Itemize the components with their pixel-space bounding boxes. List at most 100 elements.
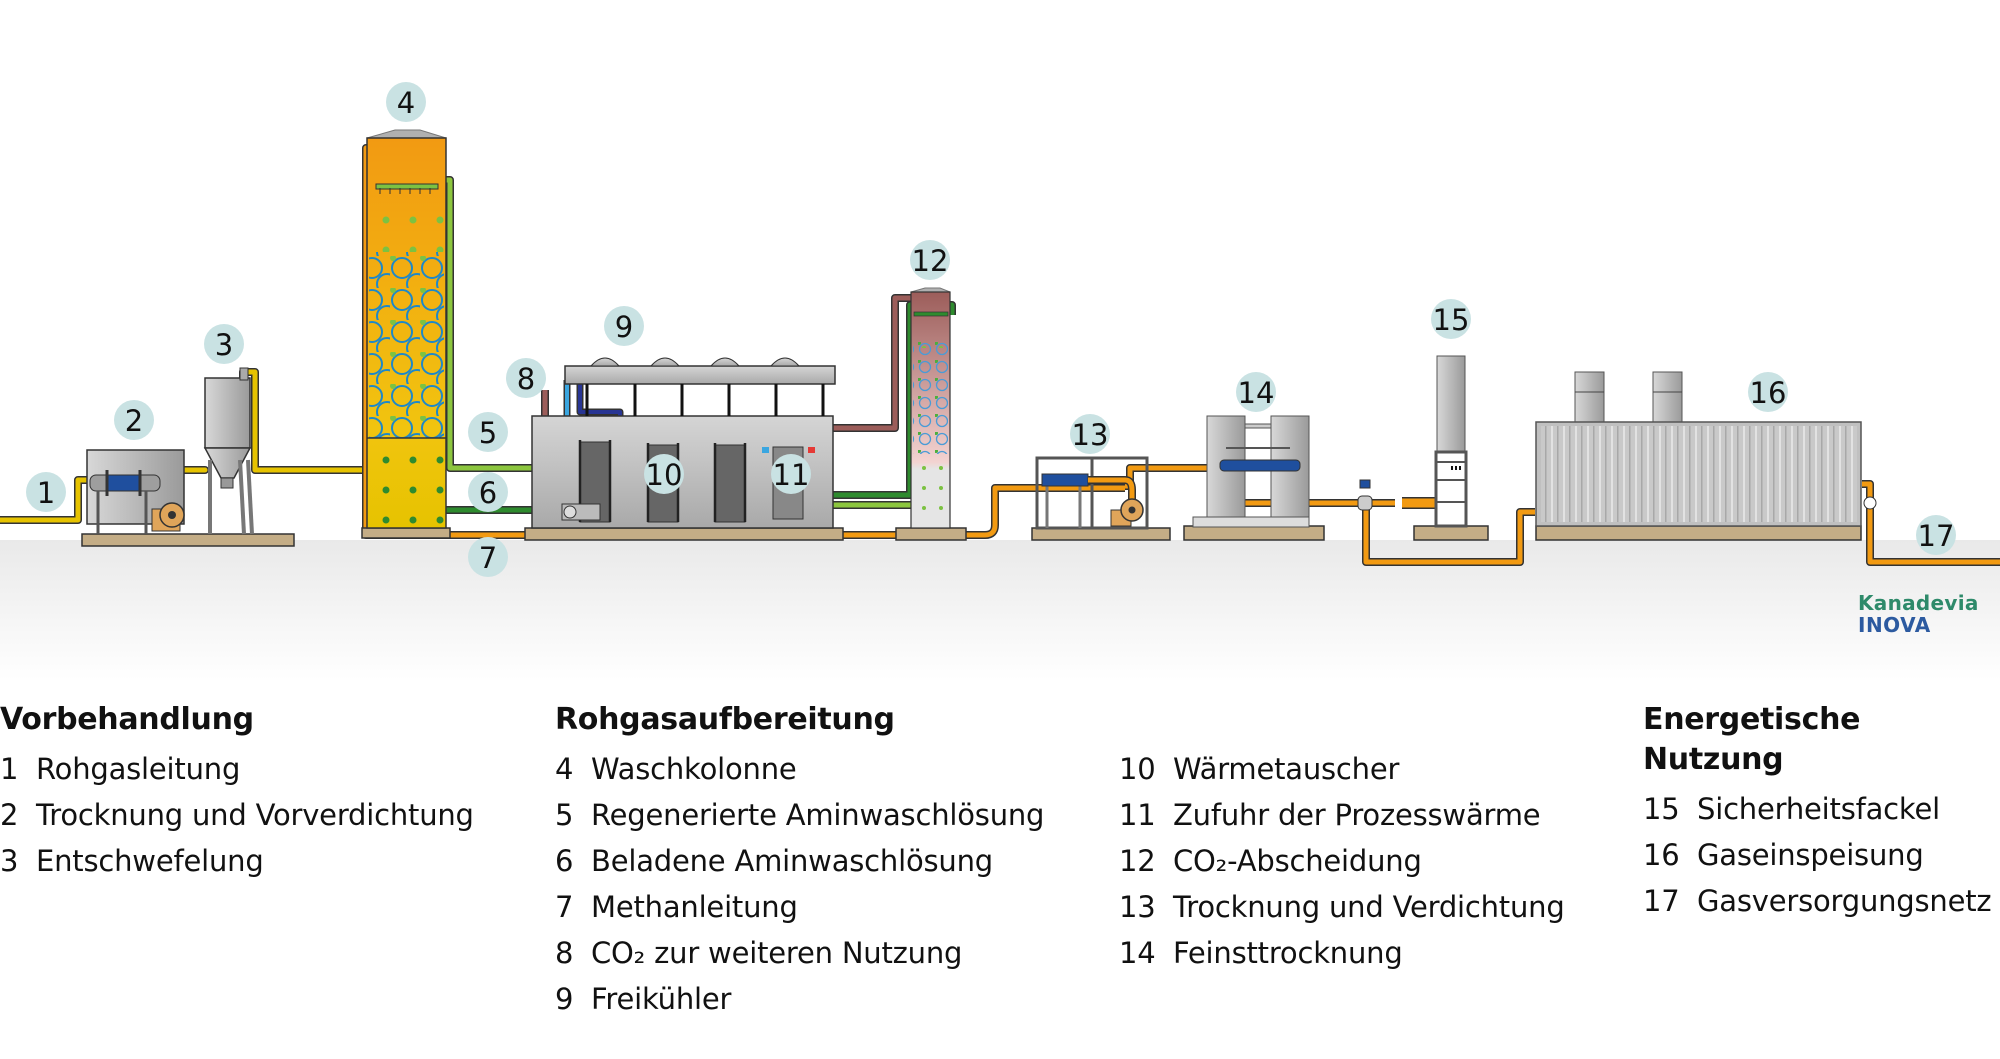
badge-circle — [644, 454, 684, 494]
badge-number: 6 — [479, 476, 497, 510]
equipment-scrubber-column — [361, 129, 451, 539]
legend-item: 5 Regenerierte Aminwaschlösung — [555, 792, 1044, 838]
badge-11: 11 — [771, 454, 811, 494]
badge-circle — [26, 472, 66, 512]
legend-item: 9 Freikühler — [555, 976, 1044, 1022]
badge-circle — [910, 240, 950, 280]
equipment-co2-stripper — [895, 287, 967, 541]
badge-number: 15 — [1433, 303, 1470, 337]
legend-item-number: 16 — [1643, 838, 1680, 872]
legend-item-number: 11 — [1119, 798, 1156, 832]
legend-item-label: Regenerierte Aminwaschlösung — [591, 798, 1045, 832]
badge-1: 1 — [26, 472, 66, 512]
legend-energetische-nutzung: Energetische Nutzung 15 Sicherheitsfackel… — [1643, 700, 2000, 924]
equipment-amine-plant — [524, 357, 844, 541]
badge-14: 14 — [1236, 372, 1276, 412]
legend-rohgasaufbereitung: Rohgasaufbereitung 4 Waschkolonne 5 Regener… — [555, 700, 1044, 1022]
badge-4: 4 — [386, 82, 426, 122]
badge-10: 10 — [644, 454, 684, 494]
badge-number: 10 — [646, 458, 683, 492]
badge-15: 15 — [1431, 299, 1471, 339]
legend-item: 14 Feinsttrocknung — [1119, 930, 1565, 976]
equipment-safety-flare — [1413, 355, 1489, 541]
legend-item-label: Rohgasleitung — [36, 752, 241, 786]
badge-2: 2 — [114, 400, 154, 440]
badge-number: 2 — [125, 404, 143, 438]
legend-item: 11 Zufuhr der Prozesswärme — [1119, 792, 1565, 838]
legend-item-number: 15 — [1643, 792, 1680, 826]
legend-item-number: 2 — [0, 798, 19, 832]
legend-item-number: 14 — [1119, 936, 1156, 970]
legend-item-label: Waschkolonne — [591, 752, 797, 786]
legend-item: 7 Methanleitung — [555, 884, 1044, 930]
badge-number: 11 — [773, 458, 810, 492]
logo-line-2: INOVA — [1858, 613, 1931, 637]
badge-circle — [506, 358, 546, 398]
legend-item-label: Zufuhr der Prozesswärme — [1173, 798, 1541, 832]
badge-13: 13 — [1070, 414, 1110, 454]
legend-item-number: 8 — [555, 936, 574, 970]
badge-circle — [1070, 414, 1110, 454]
badge-circle — [1236, 372, 1276, 412]
legend-heading: Rohgasaufbereitung — [555, 702, 895, 737]
legend-item-label: Entschwefelung — [36, 844, 264, 878]
badge-16: 16 — [1748, 372, 1788, 412]
legend-item-label: CO₂-Abscheidung — [1173, 844, 1422, 878]
badge-7: 7 — [468, 537, 508, 577]
badge-number: 14 — [1238, 376, 1275, 410]
badge-number: 16 — [1750, 376, 1787, 410]
legend-item-label: Beladene Aminwaschlösung — [591, 844, 993, 878]
legend-item-label: Trocknung und Verdichtung — [1173, 890, 1565, 924]
legend-item-label: Wärmetauscher — [1173, 752, 1400, 786]
legend-item-label: Methanleitung — [591, 890, 798, 924]
legend-item-number: 4 — [555, 752, 574, 786]
badge-number: 17 — [1918, 519, 1955, 553]
legend-item: 4 Waschkolonne — [555, 746, 1044, 792]
badge-circle — [204, 324, 244, 364]
legend-heading: Energetische Nutzung — [1643, 702, 1861, 777]
badge-number: 1 — [37, 476, 55, 510]
legend-item-label: Freikühler — [591, 982, 732, 1016]
equipment-fine-drying — [1183, 415, 1373, 541]
equipment-drying-compression — [1031, 456, 1171, 541]
legend-item: 16 Gaseinspeisung — [1643, 832, 2000, 878]
badge-8: 8 — [506, 358, 546, 398]
legend-item: 17 Gasversorgungsnetz — [1643, 878, 2000, 924]
equipment-gas-injection — [1535, 371, 1877, 541]
badge-circle — [468, 537, 508, 577]
legend-heading: Vorbehandlung — [0, 702, 254, 737]
logo-line-1: Kanadevia — [1858, 591, 1979, 615]
legend-item-number: 6 — [555, 844, 574, 878]
badge-number: 3 — [215, 328, 233, 362]
legend-item-label: Gasversorgungsnetz — [1697, 884, 1992, 918]
ground-band — [0, 540, 2000, 680]
badge-circle — [114, 400, 154, 440]
badge-17: 17 — [1916, 515, 1956, 555]
legend-item-label: Sicherheitsfackel — [1697, 792, 1940, 826]
legend-item-label: Gaseinspeisung — [1697, 838, 1924, 872]
badge-number: 9 — [615, 310, 633, 344]
legend-item-label: Feinsttrocknung — [1173, 936, 1403, 970]
badge-circle — [1916, 515, 1956, 555]
badge-number: 12 — [912, 244, 949, 278]
badge-circle — [1748, 372, 1788, 412]
badge-number: 4 — [397, 86, 415, 120]
badge-circle — [1431, 299, 1471, 339]
equipment-desulfurisation — [203, 367, 254, 535]
company-logo: Kanadevia INOVA — [1858, 592, 1979, 636]
legend-item-number: 5 — [555, 798, 574, 832]
legend-item-number: 9 — [555, 982, 574, 1016]
legend-item-number: 7 — [555, 890, 574, 924]
badge-number: 13 — [1072, 418, 1109, 452]
legend-item-number: 17 — [1643, 884, 1680, 918]
